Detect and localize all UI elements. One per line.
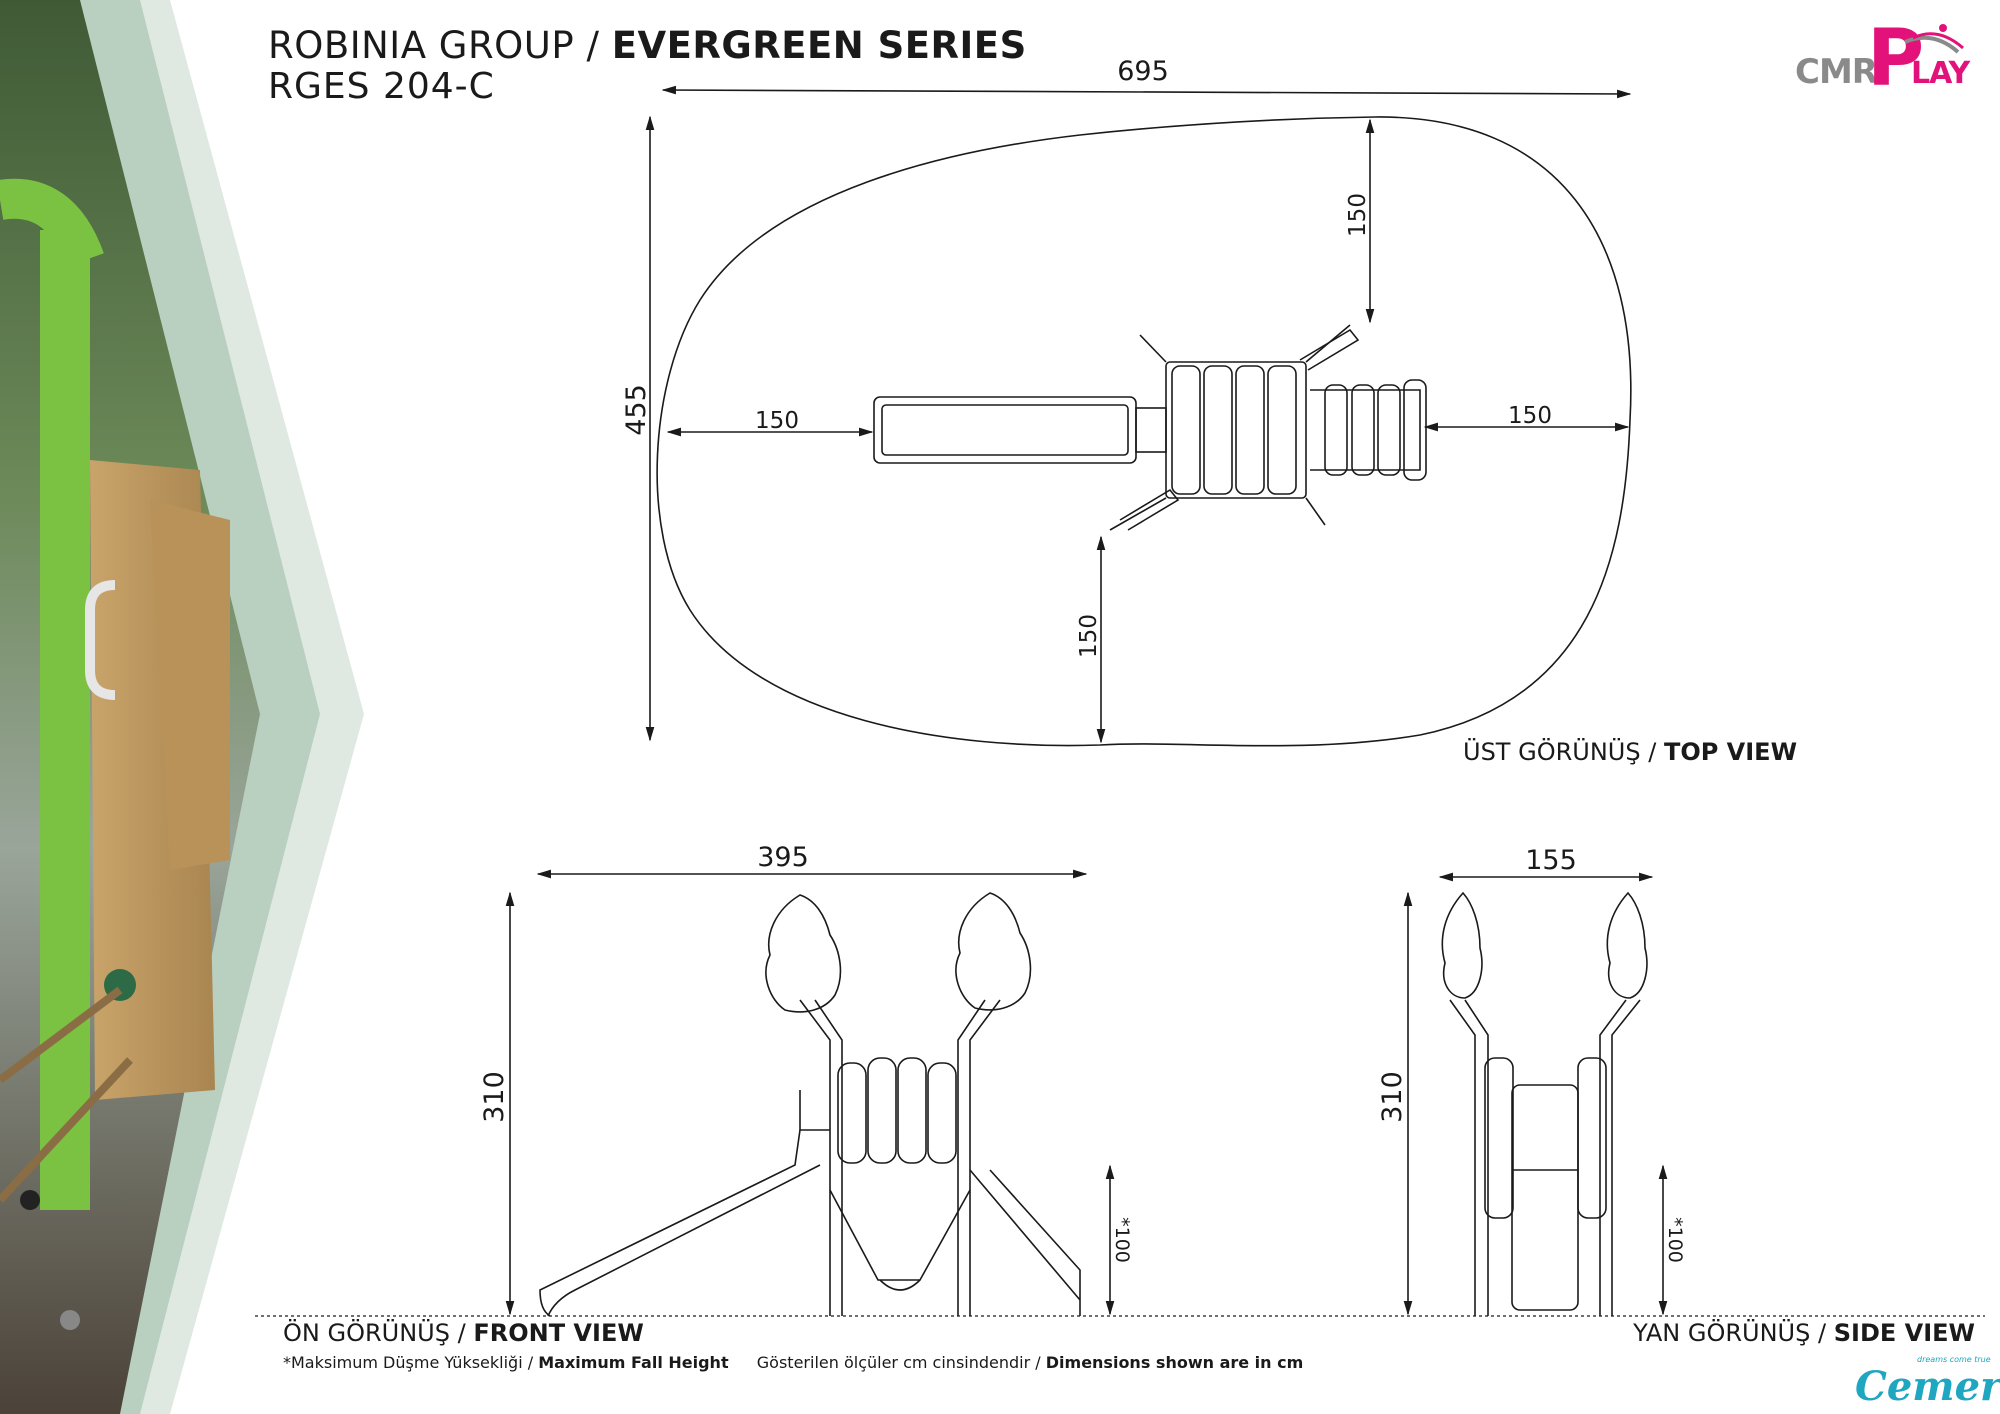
cemer-logo-text: Cemer — [1855, 1363, 2000, 1410]
cemer-tagline: dreams come true — [1917, 1355, 1991, 1364]
label-separator: / — [1818, 1319, 1827, 1347]
dim-front-height: 310 — [479, 1071, 510, 1123]
side-view-label: YAN GÖRÜNÜŞ / SIDE VIEW — [1633, 1319, 1975, 1347]
dim-clearance-top: 150 — [1345, 193, 1371, 237]
cmrplay-logo: CMR P LAY — [1795, 14, 1975, 107]
dim-front-width: 395 — [757, 842, 809, 873]
top-view-label: ÜST GÖRÜNÜŞ / TOP VIEW — [1463, 738, 1797, 766]
side-view-label-en: SIDE VIEW — [1833, 1319, 1975, 1347]
fall-note-en: Maximum Fall Height — [538, 1353, 729, 1372]
slide-figure-icon — [1904, 24, 1964, 54]
dim-clearance-right: 150 — [1508, 403, 1552, 429]
dim-width-695: 695 — [1117, 56, 1169, 87]
logo-lay: LAY — [1911, 56, 1970, 91]
label-separator: / — [1648, 738, 1657, 766]
page-title: ROBINIA GROUP / EVERGREEN SERIES — [268, 24, 1027, 67]
dim-clearance-left: 150 — [755, 408, 799, 434]
title-separator: / — [586, 24, 600, 67]
dim-line-width-695 — [661, 85, 1632, 99]
dim-side-fall-height: *100 — [1664, 1217, 1686, 1263]
dim-front-fall-height: *100 — [1111, 1217, 1133, 1263]
top-view-label-tr: ÜST GÖRÜNÜŞ — [1463, 738, 1641, 766]
front-view-label-en: FRONT VIEW — [473, 1319, 644, 1347]
dims-note-tr: Gösterilen ölçüler cm cinsindendir / — [756, 1353, 1041, 1372]
product-photo-panel — [0, 0, 364, 1414]
dim-side-width: 155 — [1525, 845, 1577, 876]
dim-side-height: 310 — [1377, 1071, 1408, 1123]
dims-note-en: Dimensions shown are in cm — [1045, 1353, 1304, 1372]
equipment-top-view — [873, 324, 1427, 531]
top-view-label-en: TOP VIEW — [1663, 738, 1798, 766]
cemer-logo: Cemer dreams come true — [1855, 1355, 2000, 1410]
front-view-label: ÖN GÖRÜNÜŞ / FRONT VIEW — [283, 1319, 644, 1347]
logo-cmr: CMR — [1795, 52, 1878, 92]
fall-note-tr: *Maksimum Düşme Yüksekliği / — [283, 1353, 534, 1372]
footer-notes: *Maksimum Düşme Yüksekliği / Maximum Fal… — [283, 1353, 1303, 1372]
equipment-front-view — [539, 892, 1081, 1317]
safety-zone-outline — [656, 116, 1632, 747]
front-view-label-tr: ÖN GÖRÜNÜŞ — [283, 1319, 450, 1347]
series-name: EVERGREEN SERIES — [611, 24, 1027, 67]
dim-clearance-bottom: 150 — [1076, 614, 1102, 658]
logo-p: P — [1867, 14, 1925, 104]
equipment-side-view — [1441, 891, 1648, 1316]
group-name: ROBINIA GROUP — [268, 24, 575, 67]
product-code: RGES 204-C — [268, 66, 495, 107]
dim-depth-455: 455 — [621, 384, 652, 436]
label-separator: / — [457, 1319, 466, 1347]
side-view-label-tr: YAN GÖRÜNÜŞ — [1633, 1319, 1811, 1347]
